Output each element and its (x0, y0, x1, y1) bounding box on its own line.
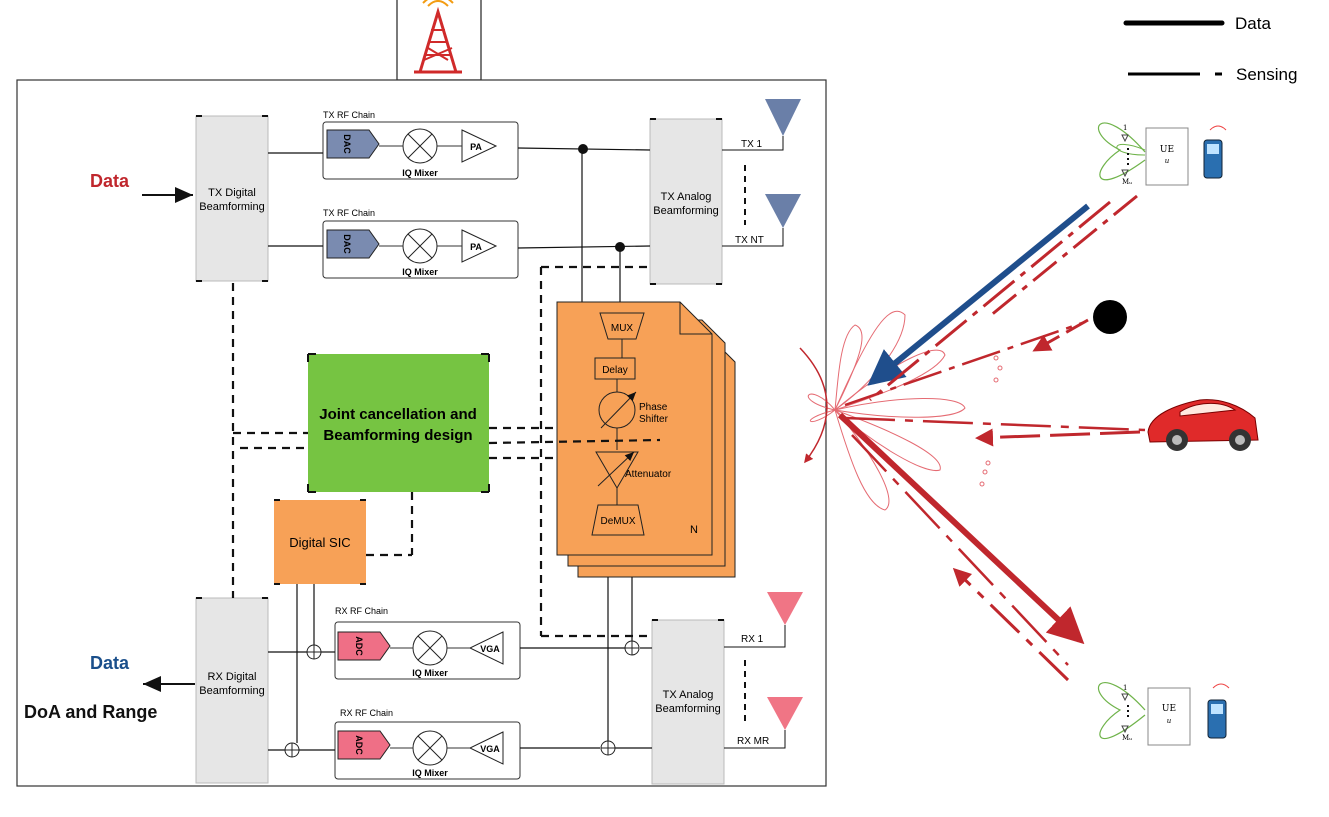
car-icon (1147, 399, 1259, 451)
svg-text:TX RF Chain: TX RF Chain (323, 110, 375, 120)
svg-text:UE: UE (1160, 145, 1174, 155)
reflection-bubbles (979, 355, 1003, 487)
svg-text:IQ Mixer: IQ Mixer (402, 267, 438, 277)
svg-text:1: 1 (1123, 684, 1127, 692)
tx-antenna-nt: TX NT (722, 194, 801, 247)
rx-rf-chain-1: RX RF Chain ADC IQ Mixer VGA (334, 606, 521, 680)
legend-data-label: Data (1235, 14, 1271, 33)
joint-cancellation-block: Joint cancellation and Beamforming desig… (307, 353, 490, 493)
svg-text:Phase: Phase (639, 402, 668, 413)
svg-text:1: 1 (1123, 124, 1127, 132)
data-output-label: Data (90, 653, 130, 673)
svg-text:RX Digital: RX Digital (208, 671, 257, 683)
svg-text:DAC: DAC (342, 134, 352, 154)
legend-sensing-label: Sensing (1236, 65, 1297, 84)
svg-text:Delay: Delay (602, 365, 628, 376)
rx-wiring (268, 577, 652, 751)
junction-dot (578, 144, 588, 154)
svg-text:RX MR: RX MR (737, 736, 769, 747)
svg-text:Beamforming: Beamforming (199, 201, 264, 213)
svg-text:PA: PA (470, 142, 482, 152)
svg-text:Joint cancellation and: Joint cancellation and (319, 406, 477, 423)
target-object (1093, 300, 1127, 334)
analog-canceller-stack: MUX Delay Phase Shifter Attenuator DeMUX… (556, 301, 736, 578)
svg-text:Mᵤ: Mᵤ (1122, 734, 1132, 742)
tx-analog-beamforming-bottom: TX Analog Beamforming (651, 619, 725, 785)
svg-text:u: u (1165, 157, 1170, 165)
svg-text:Shifter: Shifter (639, 414, 669, 425)
svg-text:TX 1: TX 1 (741, 139, 763, 150)
svg-text:Beamforming design: Beamforming design (323, 427, 472, 444)
svg-text:DAC: DAC (342, 234, 352, 254)
svg-text:Beamforming: Beamforming (655, 703, 720, 715)
svg-text:Attenuator: Attenuator (625, 469, 672, 480)
svg-text:IQ Mixer: IQ Mixer (412, 668, 448, 678)
doa-range-label: DoA and Range (24, 702, 157, 722)
svg-text:TX NT: TX NT (735, 235, 764, 246)
svg-text:IQ Mixer: IQ Mixer (412, 768, 448, 778)
svg-text:VGA: VGA (480, 744, 500, 754)
svg-text:Mᵤ: Mᵤ (1122, 178, 1132, 186)
junction-dot (615, 242, 625, 252)
tx-antenna-1: TX 1 (722, 99, 801, 151)
rx-rf-chain-2: RX RF Chain ADC IQ Mixer VGA (334, 708, 521, 780)
beams (837, 194, 1146, 682)
ue-top: 1 Mᵤ UE u (1097, 122, 1227, 186)
tx-digital-beamforming: TX Digital Beamforming (195, 115, 269, 282)
svg-text:u: u (1167, 717, 1172, 725)
svg-text:ADC: ADC (354, 735, 364, 755)
svg-text:TX RF Chain: TX RF Chain (323, 208, 375, 218)
tx-analog-beamforming-top: TX Analog Beamforming (649, 118, 723, 285)
rx-antenna-1: RX 1 (724, 592, 803, 648)
rx-digital-beamforming: RX Digital Beamforming (195, 597, 269, 784)
digital-sic-block: Digital SIC (274, 499, 366, 585)
ue-bottom: 1 Mᵤ UE u (1097, 682, 1230, 746)
sensing-control-lines (231, 265, 661, 638)
svg-text:TX Digital: TX Digital (208, 187, 256, 199)
tower-icon (396, 0, 482, 81)
svg-text:Beamforming: Beamforming (653, 205, 718, 217)
svg-text:ADC: ADC (354, 636, 364, 656)
svg-text:N: N (690, 524, 698, 536)
summer-node (284, 640, 640, 758)
svg-text:DeMUX: DeMUX (600, 516, 635, 527)
svg-text:UE: UE (1162, 704, 1176, 714)
rx-antenna-mr: RX MR (724, 697, 803, 749)
data-input-label: Data (90, 171, 130, 191)
beam-steer-arrow (799, 347, 828, 464)
tx-rf-chain-1: TX RF Chain DAC IQ Mixer PA (322, 110, 519, 180)
svg-text:VGA: VGA (480, 644, 500, 654)
svg-text:TX Analog: TX Analog (663, 689, 714, 701)
svg-text:PA: PA (470, 242, 482, 252)
svg-text:TX Analog: TX Analog (661, 191, 712, 203)
svg-text:MUX: MUX (611, 323, 634, 334)
svg-text:IQ Mixer: IQ Mixer (402, 168, 438, 178)
svg-text:RX RF Chain: RX RF Chain (335, 606, 388, 616)
svg-text:Beamforming: Beamforming (199, 685, 264, 697)
svg-text:Digital SIC: Digital SIC (289, 535, 350, 550)
tx-rf-chain-2: TX RF Chain DAC IQ Mixer PA (322, 208, 519, 279)
svg-text:RX 1: RX 1 (741, 634, 764, 645)
svg-text:RX RF Chain: RX RF Chain (340, 708, 393, 718)
tx-wiring (268, 147, 651, 302)
legend: Data Sensing (1123, 14, 1297, 84)
